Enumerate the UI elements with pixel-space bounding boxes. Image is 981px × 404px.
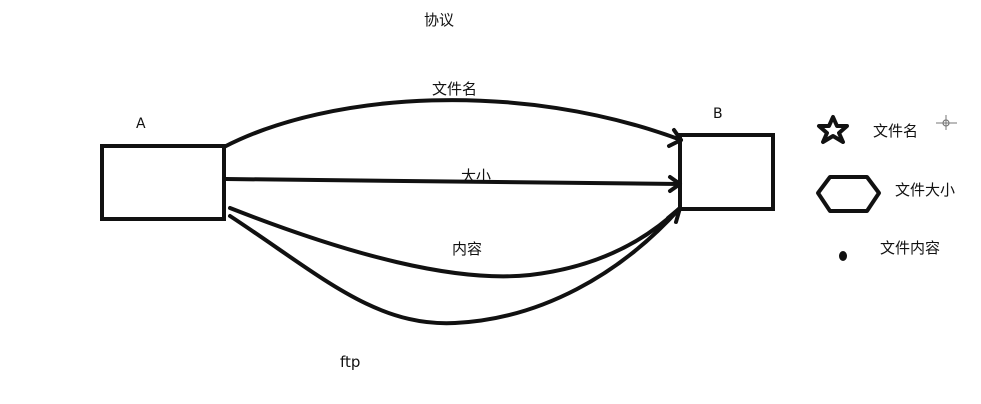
edge-ftp-line xyxy=(228,206,682,326)
legend-filesize-label: 文件大小 xyxy=(895,181,956,199)
edge-size-line xyxy=(224,177,682,186)
node-a-label: A xyxy=(136,116,146,132)
node-b-box xyxy=(678,133,775,211)
hexagon-icon xyxy=(816,175,881,213)
edge-content-label: 内容 xyxy=(452,240,483,258)
edge-size-label: 大小 xyxy=(461,167,492,185)
bottom-ftp-label: ftp xyxy=(340,353,361,371)
diagram-title: 协议 xyxy=(424,11,455,29)
edge-content-line xyxy=(228,206,682,279)
edge-filename-label: 文件名 xyxy=(432,80,478,98)
node-a-box xyxy=(100,144,226,221)
legend-filename-label: 文件名 xyxy=(873,122,919,140)
dot-icon xyxy=(839,251,847,261)
cursor-mark-icon xyxy=(936,115,957,130)
edge-filename-arrowhead xyxy=(667,128,683,148)
legend-filecontent-label: 文件内容 xyxy=(880,239,941,257)
edge-size-arrowhead xyxy=(668,175,682,193)
node-b-label: B xyxy=(713,106,723,122)
star-icon xyxy=(817,115,849,144)
edge-filename-line xyxy=(222,98,683,149)
edge-lower-arrowhead xyxy=(666,206,682,224)
